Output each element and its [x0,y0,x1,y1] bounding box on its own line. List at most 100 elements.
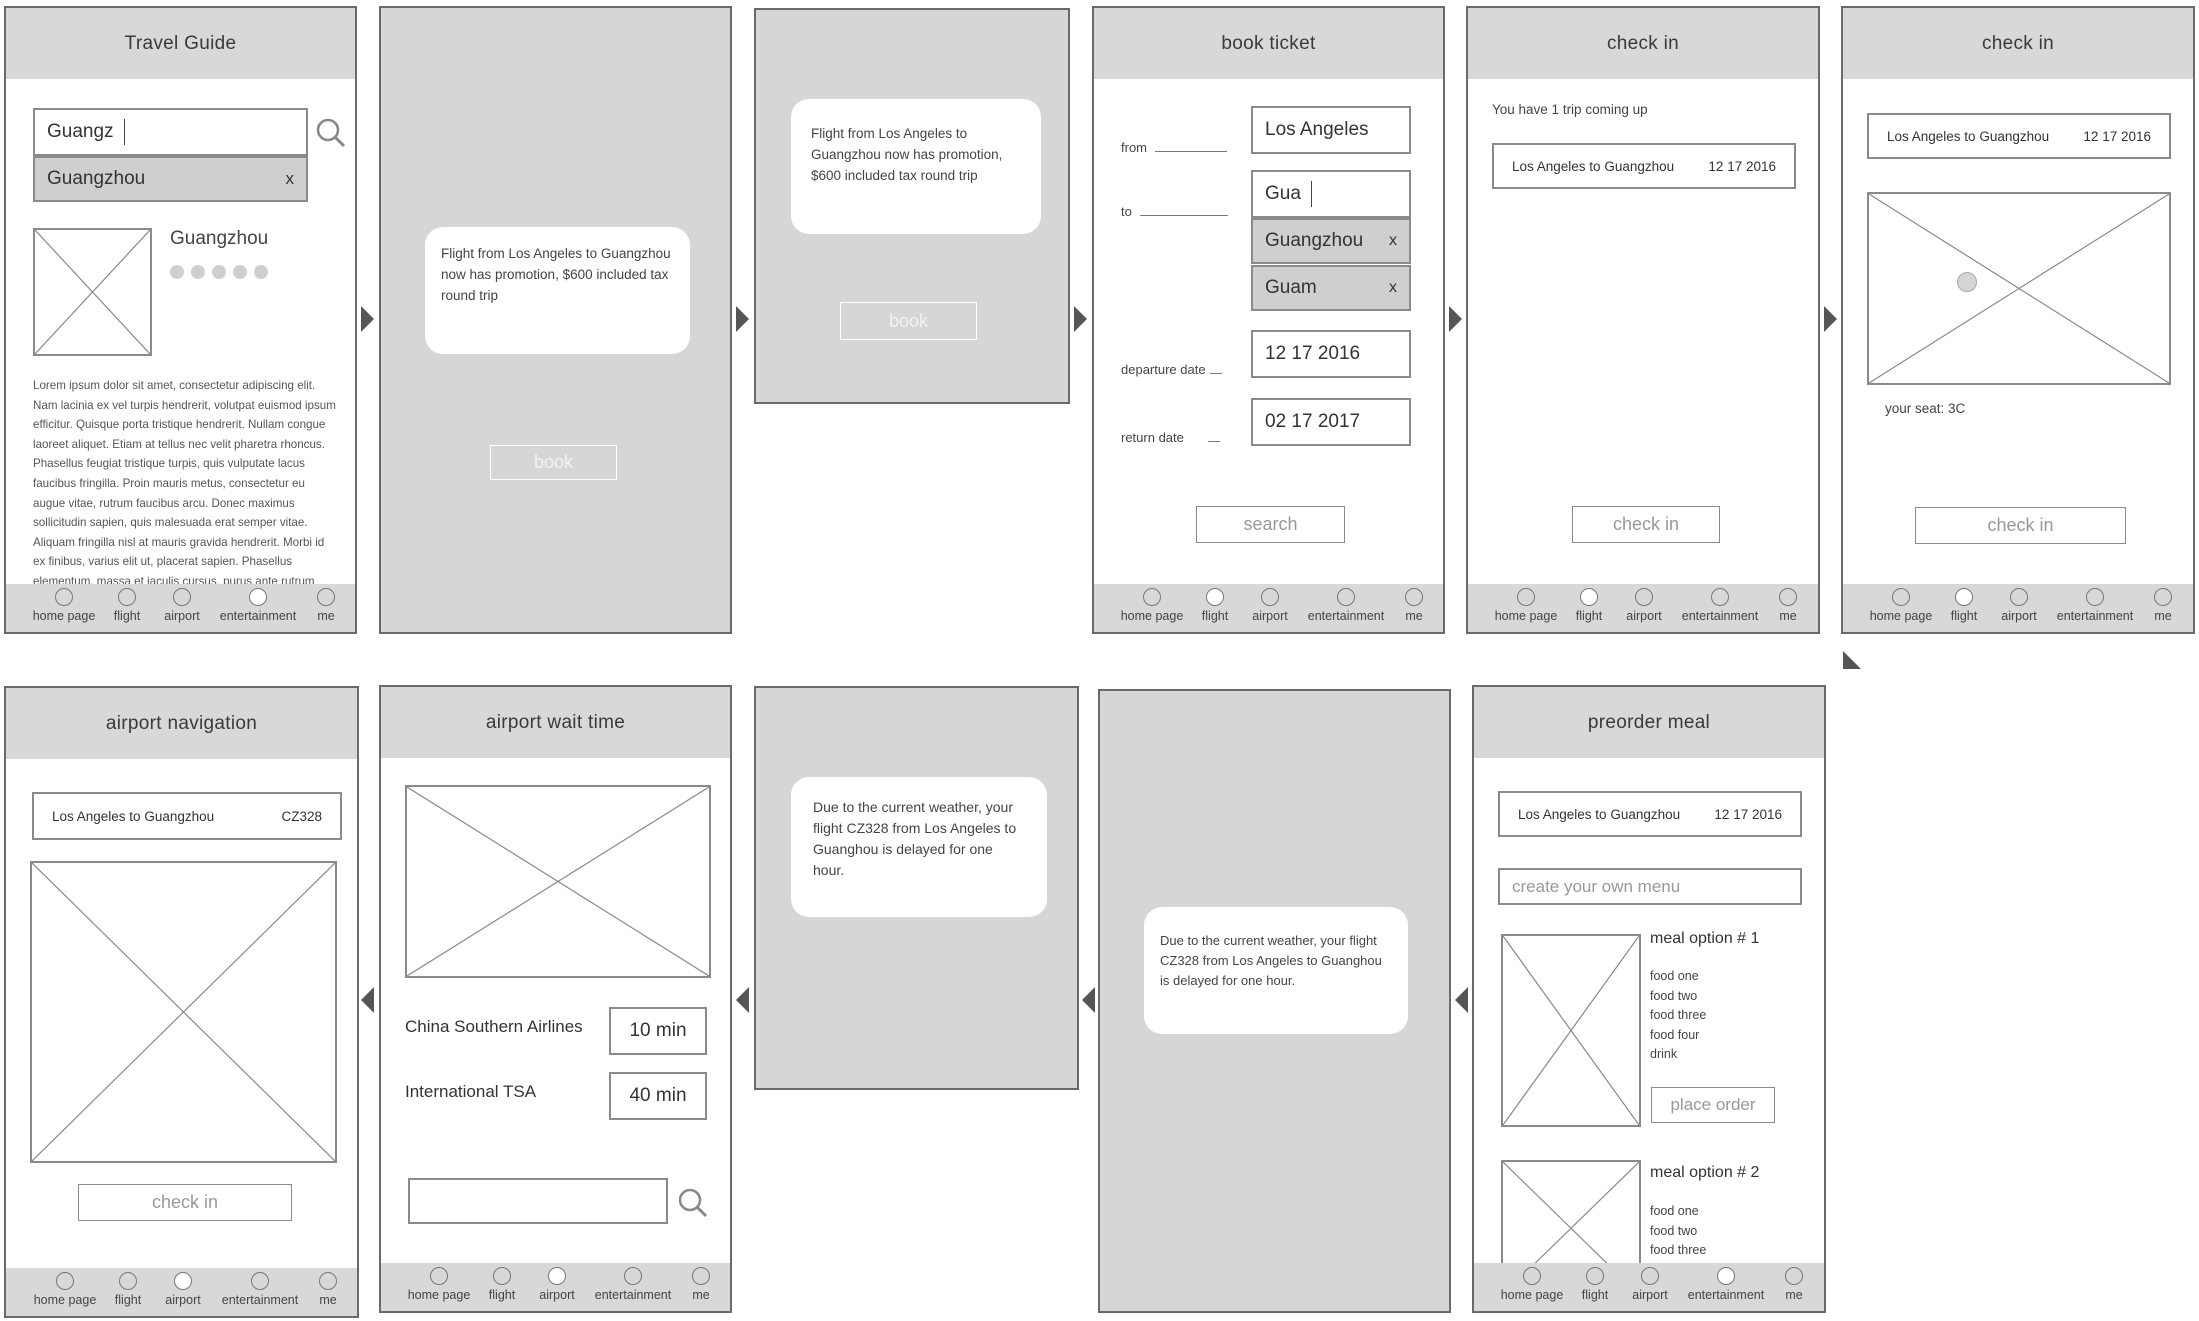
popup-text: Due to the current weather, your flight … [813,799,1017,878]
nav-home-page[interactable]: home page [1861,588,1941,623]
nav-flight[interactable]: flight [1924,588,2004,623]
nav-me[interactable]: me [286,588,355,623]
nav-label: airport [2001,609,2037,623]
nav-entertainment[interactable]: entertainment [1686,1267,1766,1302]
nav-airport[interactable]: airport [142,588,222,623]
text-cursor [123,119,126,145]
nav-airport[interactable]: airport [1604,588,1684,623]
create-menu-input[interactable]: create your own menu [1498,868,1802,905]
nav-dot-icon [2086,588,2104,606]
nav-entertainment[interactable]: entertainment [1680,588,1760,623]
return-date-field[interactable]: 02 17 2017 [1251,398,1411,446]
departure-date-field[interactable]: 12 17 2016 [1251,330,1411,378]
nav-flight[interactable]: flight [87,588,167,623]
nav-airport[interactable]: airport [143,1272,223,1307]
book-button[interactable]: book [490,445,617,480]
screen-airport-wait-time: airport wait time China Southern Airline… [379,685,732,1313]
nav-me[interactable]: me [2123,588,2193,623]
nav-dot-icon [1892,588,1910,606]
nav-entertainment[interactable]: entertainment [593,1267,673,1302]
nav-me[interactable]: me [1754,1267,1824,1302]
nav-home-page[interactable]: home page [1492,1267,1572,1302]
search-button[interactable]: search [1196,506,1345,543]
close-icon[interactable]: x [1389,232,1397,249]
close-icon[interactable]: x [1389,279,1397,296]
flow-arrow-left-icon [1455,987,1468,1013]
return-value: 02 17 2017 [1265,411,1361,432]
check-in-button[interactable]: check in [1572,506,1720,543]
wait-row-label: International TSA [405,1082,537,1101]
nav-me[interactable]: me [288,1272,357,1307]
suggestion-item[interactable]: Guangzhou x [33,156,308,202]
header-title: check in [1843,8,2193,79]
search-icon[interactable] [316,118,346,148]
nav-label: flight [488,1288,516,1302]
nav-label: entertainment [1307,609,1385,623]
nav-flight[interactable]: flight [1175,588,1255,623]
nav-label: home page [33,1293,97,1307]
check-in-button[interactable]: check in [78,1184,292,1221]
check-in-button[interactable]: check in [1915,507,2126,544]
nav-airport[interactable]: airport [1230,588,1310,623]
nav-flight[interactable]: flight [1549,588,1629,623]
trip-count-note: You have 1 trip coming up [1492,102,1648,117]
search-input[interactable]: Guangz [33,108,308,156]
nav-flight[interactable]: flight [88,1272,168,1307]
nav-label: home page [32,609,96,623]
nav-home-page[interactable]: home page [1112,588,1192,623]
nav-label: home page [1120,609,1184,623]
nav-entertainment[interactable]: entertainment [220,1272,300,1307]
meal-item: food three [1650,1008,1707,1023]
flow-arrow-left-icon [1082,987,1095,1013]
nav-airport[interactable]: airport [1979,588,2059,623]
nav-me[interactable]: me [1374,588,1443,623]
nav-entertainment[interactable]: entertainment [218,588,298,623]
nav-dot-icon [1785,1267,1803,1285]
flight-number: CZ328 [281,808,322,824]
nav-airport[interactable]: airport [517,1267,597,1302]
flow-arrow-right-icon [1824,306,1837,332]
underline [1209,373,1222,374]
nav-label: entertainment [1681,609,1759,623]
seat-map-placeholder[interactable] [1867,192,2171,385]
nav-label: entertainment [221,1293,299,1307]
header-title: preorder meal [1474,687,1824,758]
underline [1207,441,1220,442]
airport-map-placeholder[interactable] [30,861,337,1163]
from-field[interactable]: Los Angeles [1251,106,1411,154]
to-label-text: to [1121,204,1132,219]
nav-entertainment[interactable]: entertainment [2055,588,2135,623]
search-icon[interactable] [678,1188,708,1218]
nav-airport[interactable]: airport [1610,1267,1690,1302]
screen-book-ticket: book ticket from Los Angeles to Gua Guan… [1092,6,1445,634]
book-button[interactable]: book [840,302,977,340]
flow-arrow-left-icon [361,987,374,1013]
nav-home-page[interactable]: home page [399,1267,479,1302]
nav-home-page[interactable]: home page [24,588,104,623]
nav-dot-icon [1779,588,1797,606]
nav-label: entertainment [219,609,297,623]
rating-dot [170,265,184,279]
nav-me[interactable]: me [1748,588,1818,623]
nav-dot-icon [1517,588,1535,606]
search-input[interactable] [408,1178,668,1224]
nav-flight[interactable]: flight [1555,1267,1635,1302]
nav-flight[interactable]: flight [462,1267,542,1302]
nav-home-page[interactable]: home page [1486,588,1566,623]
nav-home-page[interactable]: home page [25,1272,105,1307]
nav-entertainment[interactable]: entertainment [1306,588,1386,623]
nav-me[interactable]: me [661,1267,730,1302]
bottom-nav: home page flight airport entertainment m… [6,1268,357,1316]
close-icon[interactable]: x [285,169,295,188]
to-field[interactable]: Gua [1251,170,1411,218]
nav-label: home page [1494,609,1558,623]
place-order-button[interactable]: place order [1651,1087,1775,1123]
wait-row-label: China Southern Airlines [405,1017,583,1036]
meal-option-title: meal option # 1 [1650,930,1760,947]
delay-popup: Due to the current weather, your flight … [1144,907,1408,1034]
flow-arrow-right-icon [361,306,374,332]
